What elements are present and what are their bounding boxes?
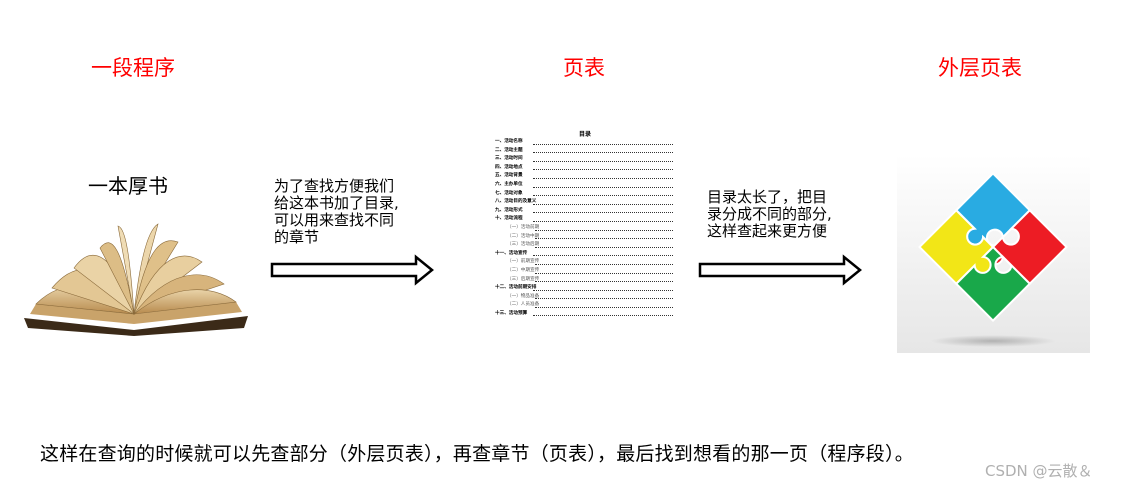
toc-row: 十、活动流程: [495, 215, 675, 224]
book-label: 一本厚书: [88, 170, 168, 199]
toc-row: （三）活动后期: [495, 241, 675, 250]
toc-leader-dots: [533, 290, 673, 291]
toc-row: 四、活动地点: [495, 164, 675, 173]
toc-row: 九、活动形式: [495, 207, 675, 216]
note-second: 目录太长了，把目 录分成不同的部分, 这样查起来更方便: [707, 189, 832, 240]
toc-leader-dots: [533, 144, 673, 145]
toc-row-text: 四、活动地点: [495, 165, 523, 170]
toc-row: 八、活动目的及意义: [495, 198, 675, 207]
toc-row-text: 十三、活动预算: [495, 311, 527, 316]
toc-row-text: 十一、活动宣传: [495, 251, 527, 256]
toc-leader-dots: [533, 204, 673, 205]
note-first-line: 给这本书加了目录,: [274, 195, 399, 212]
note-first-line: 为了查找方便我们: [274, 178, 399, 195]
toc-row: 三、活动时间: [495, 155, 675, 164]
toc-row-text: 九、活动形式: [495, 208, 523, 213]
note-second-line: 这样查起来更方便: [707, 223, 832, 240]
toc-leader-dots: [535, 238, 673, 239]
toc-leader-dots: [533, 169, 673, 170]
toc-row-text: 八、活动目的及意义: [495, 199, 536, 204]
toc-leader-dots: [535, 230, 673, 231]
toc-heading: 目录: [495, 129, 675, 138]
open-book-image: [22, 218, 250, 336]
toc-row: 七、活动对象: [495, 190, 675, 199]
toc-row: （一）物品准备: [495, 293, 675, 302]
toc-row: （二）中期宣传: [495, 267, 675, 276]
toc-row: （一）前期宣传: [495, 258, 675, 267]
toc-leader-dots: [533, 161, 673, 162]
toc-row: 五、活动背景: [495, 172, 675, 181]
note-first-line: 可以用来查找不同: [274, 212, 399, 229]
toc-rows: 一、活动名称二、活动主题三、活动时间四、活动地点五、活动背景六、主办单位七、活动…: [495, 138, 675, 318]
toc-leader-dots: [535, 273, 673, 274]
title-page-table: 页表: [484, 52, 684, 82]
toc-row: （一）活动前期: [495, 224, 675, 233]
watermark: CSDN @云散＆: [985, 460, 1093, 481]
toc-leader-dots: [533, 255, 673, 256]
toc-row: 十一、活动宣传: [495, 250, 675, 259]
toc-leader-dots: [533, 187, 673, 188]
puzzle-image: [897, 155, 1090, 353]
toc-row-text: 六、主办单位: [495, 182, 523, 187]
toc-leader-dots: [533, 315, 673, 316]
toc-row: （三）后期宣传: [495, 276, 675, 285]
toc-row: （二）人员准备: [495, 301, 675, 310]
toc-leader-dots: [533, 195, 673, 196]
toc-leader-dots: [535, 281, 673, 282]
toc-row: 十二、活动前期安排: [495, 284, 675, 293]
toc-leader-dots: [535, 298, 673, 299]
toc-page-image: 目录 一、活动名称二、活动主题三、活动时间四、活动地点五、活动背景六、主办单位七…: [495, 127, 675, 407]
toc-leader-dots: [535, 264, 673, 265]
toc-row-text: 三、活动时间: [495, 156, 523, 161]
title-outer-page-table: 外层页表: [880, 52, 1080, 82]
toc-row: 十三、活动预算: [495, 310, 675, 319]
arrow-right-icon: [270, 254, 436, 286]
toc-leader-dots: [533, 152, 673, 153]
toc-leader-dots: [533, 212, 673, 213]
toc-leader-dots: [535, 247, 673, 248]
note-first-line: 的章节: [274, 229, 399, 246]
toc-leader-dots: [533, 178, 673, 179]
toc-row: 一、活动名称: [495, 138, 675, 147]
toc-row-text: 五、活动背景: [495, 173, 523, 178]
toc-leader-dots: [535, 307, 673, 308]
toc-row: 六、主办单位: [495, 181, 675, 190]
note-first: 为了查找方便我们 给这本书加了目录, 可以用来查找不同 的章节: [274, 178, 399, 246]
toc-row-text: 七、活动对象: [495, 191, 523, 196]
title-program: 一段程序: [33, 52, 233, 82]
note-second-line: 录分成不同的部分,: [707, 206, 832, 223]
toc-row-text: 一、活动名称: [495, 139, 523, 144]
toc-row-text: 二、活动主题: [495, 148, 523, 153]
toc-row: 二、活动主题: [495, 147, 675, 156]
bottom-explanation: 这样在查询的时候就可以先查部分（外层页表），再查章节（页表），最后找到想看的那一…: [40, 439, 914, 466]
note-second-line: 目录太长了，把目: [707, 189, 832, 206]
toc-row-text: 十、活动流程: [495, 216, 523, 221]
toc-row-text: 十二、活动前期安排: [495, 285, 536, 290]
toc-leader-dots: [533, 221, 673, 222]
arrow-right-icon: [698, 254, 864, 286]
toc-row: （二）活动中期: [495, 233, 675, 242]
